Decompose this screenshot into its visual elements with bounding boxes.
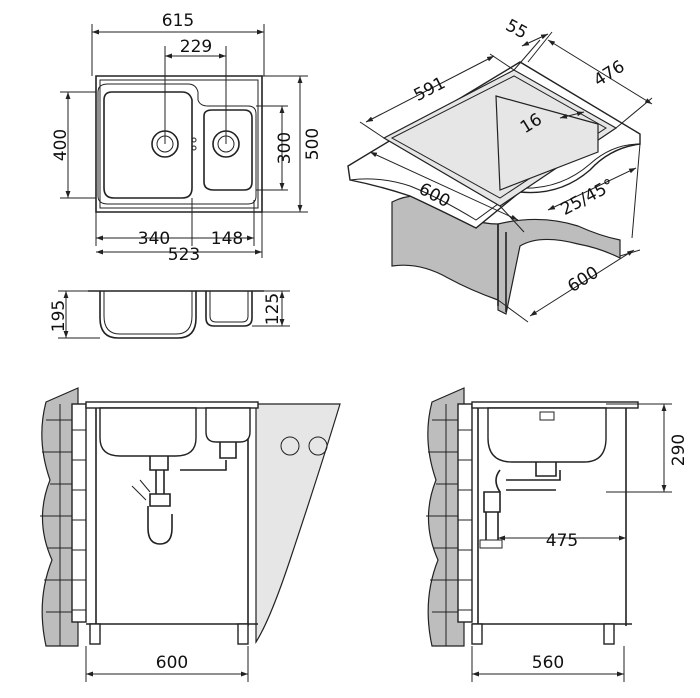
dim-125: 125 xyxy=(263,293,283,325)
dim-600-front: 600 xyxy=(156,653,188,673)
dim-55: 55 xyxy=(502,16,530,44)
dim-500: 500 xyxy=(303,128,323,160)
top-view: 615 229 400 500 300 340 148 523 xyxy=(51,11,323,265)
dim-523: 523 xyxy=(168,245,200,265)
side-installation: 290 475 560 xyxy=(426,387,689,682)
dim-148: 148 xyxy=(211,229,243,249)
dim-195: 195 xyxy=(49,300,69,332)
isometric-view: 591 55 476 16 600 25/45° 600 xyxy=(347,16,653,323)
dim-400: 400 xyxy=(51,129,71,161)
dim-340: 340 xyxy=(138,229,170,249)
small-bowl-outline xyxy=(203,109,253,191)
dim-475: 475 xyxy=(546,531,578,551)
dim-300: 300 xyxy=(275,132,295,164)
dim-600-cabinet: 600 xyxy=(564,263,602,297)
dim-290: 290 xyxy=(669,434,689,466)
large-bowl-outline xyxy=(103,91,193,199)
dim-615: 615 xyxy=(162,11,194,31)
dim-560: 560 xyxy=(532,653,564,673)
side-profile: 195 125 xyxy=(49,290,290,339)
dim-229: 229 xyxy=(180,37,212,57)
front-installation: 600 xyxy=(40,387,341,682)
dim-591: 591 xyxy=(411,73,449,106)
